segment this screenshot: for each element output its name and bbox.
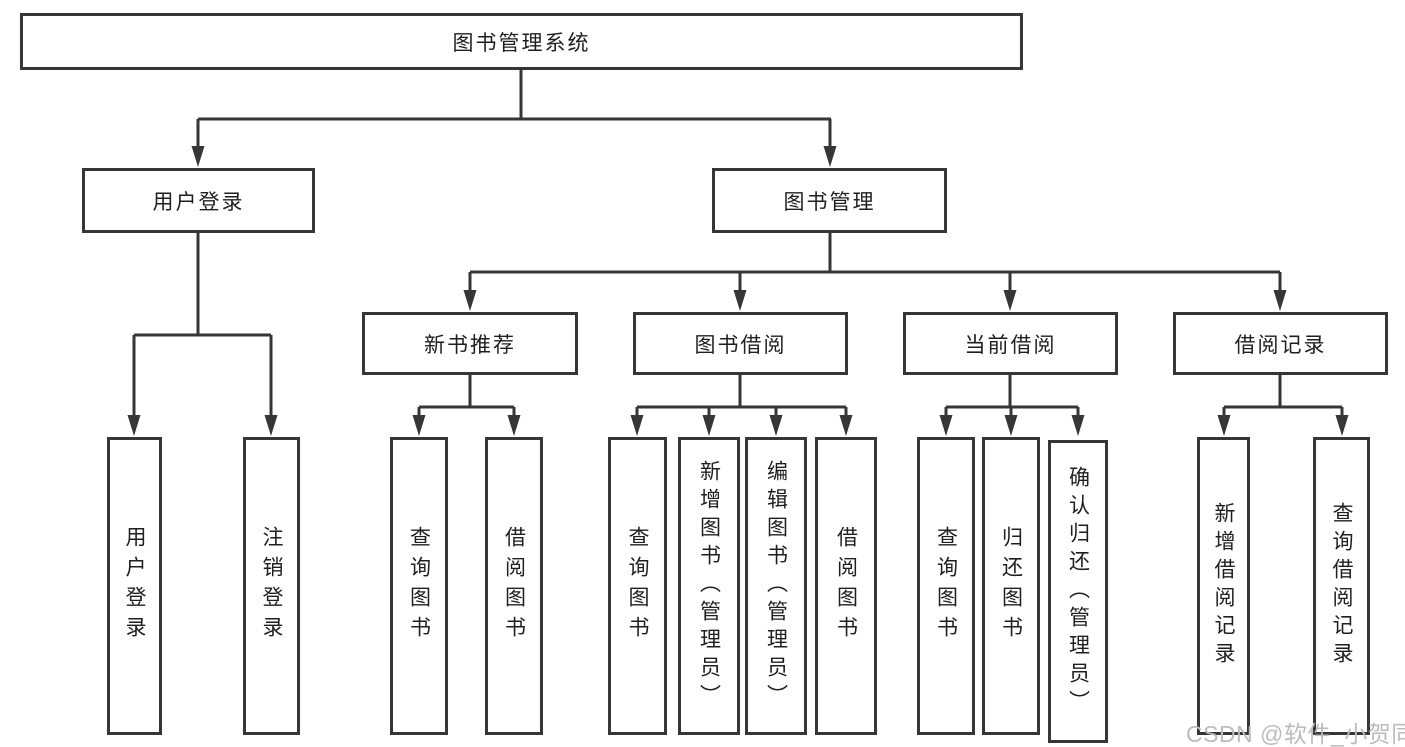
node-user-login-group: 用户登录 <box>82 168 315 233</box>
node-current-borrow: 当前借阅 <box>903 312 1118 375</box>
leaf-nbr-query-books-label: 查询图书 <box>407 526 431 646</box>
leaf-br-add-record: 新增借阅记录 <box>1197 437 1250 735</box>
leaf-bb-borrow-books-label: 借阅图书 <box>834 526 858 646</box>
leaf-cb-confirm-return-admin-label: 确认归还（管理员） <box>1066 465 1090 718</box>
leaf-br-query-record-label: 查询借阅记录 <box>1330 502 1353 670</box>
leaf-cb-confirm-return-admin: 确认归还（管理员） <box>1048 440 1108 743</box>
leaf-user-login: 用户登录 <box>107 437 162 735</box>
leaf-logout-label: 注销登录 <box>260 526 283 646</box>
leaf-br-add-record-label: 新增借阅记录 <box>1212 502 1235 670</box>
leaf-nbr-borrow-books-label: 借阅图书 <box>502 526 526 646</box>
csdn-watermark: CSDN @软件_小贺同学 <box>1186 721 1405 747</box>
leaf-cb-query-books: 查询图书 <box>917 437 975 735</box>
leaf-bb-borrow-books: 借阅图书 <box>815 437 877 735</box>
leaf-bb-add-books-admin-label: 新增图书（管理员） <box>697 460 721 712</box>
leaf-cb-query-books-label: 查询图书 <box>934 526 958 646</box>
node-book-borrow: 图书借阅 <box>633 312 848 375</box>
leaf-nbr-query-books: 查询图书 <box>390 437 448 735</box>
leaf-bb-edit-books-admin-label: 编辑图书（管理员） <box>764 460 788 712</box>
node-root: 图书管理系统 <box>20 13 1023 70</box>
node-borrow-record: 借阅记录 <box>1173 312 1388 375</box>
leaf-nbr-borrow-books: 借阅图书 <box>485 437 543 735</box>
leaf-user-login-label: 用户登录 <box>123 526 146 646</box>
leaf-cb-return-books: 归还图书 <box>982 437 1040 735</box>
node-new-book-rec: 新书推荐 <box>362 312 578 375</box>
leaf-bb-add-books-admin: 新增图书（管理员） <box>678 437 740 735</box>
leaf-logout: 注销登录 <box>243 437 300 735</box>
leaf-bb-query-books: 查询图书 <box>608 437 667 735</box>
leaf-bb-edit-books-admin: 编辑图书（管理员） <box>745 437 807 735</box>
leaf-br-query-record: 查询借阅记录 <box>1313 437 1370 735</box>
leaf-bb-query-books-label: 查询图书 <box>626 526 649 646</box>
node-book-mgmt-group: 图书管理 <box>712 168 947 233</box>
leaf-cb-return-books-label: 归还图书 <box>999 526 1023 646</box>
